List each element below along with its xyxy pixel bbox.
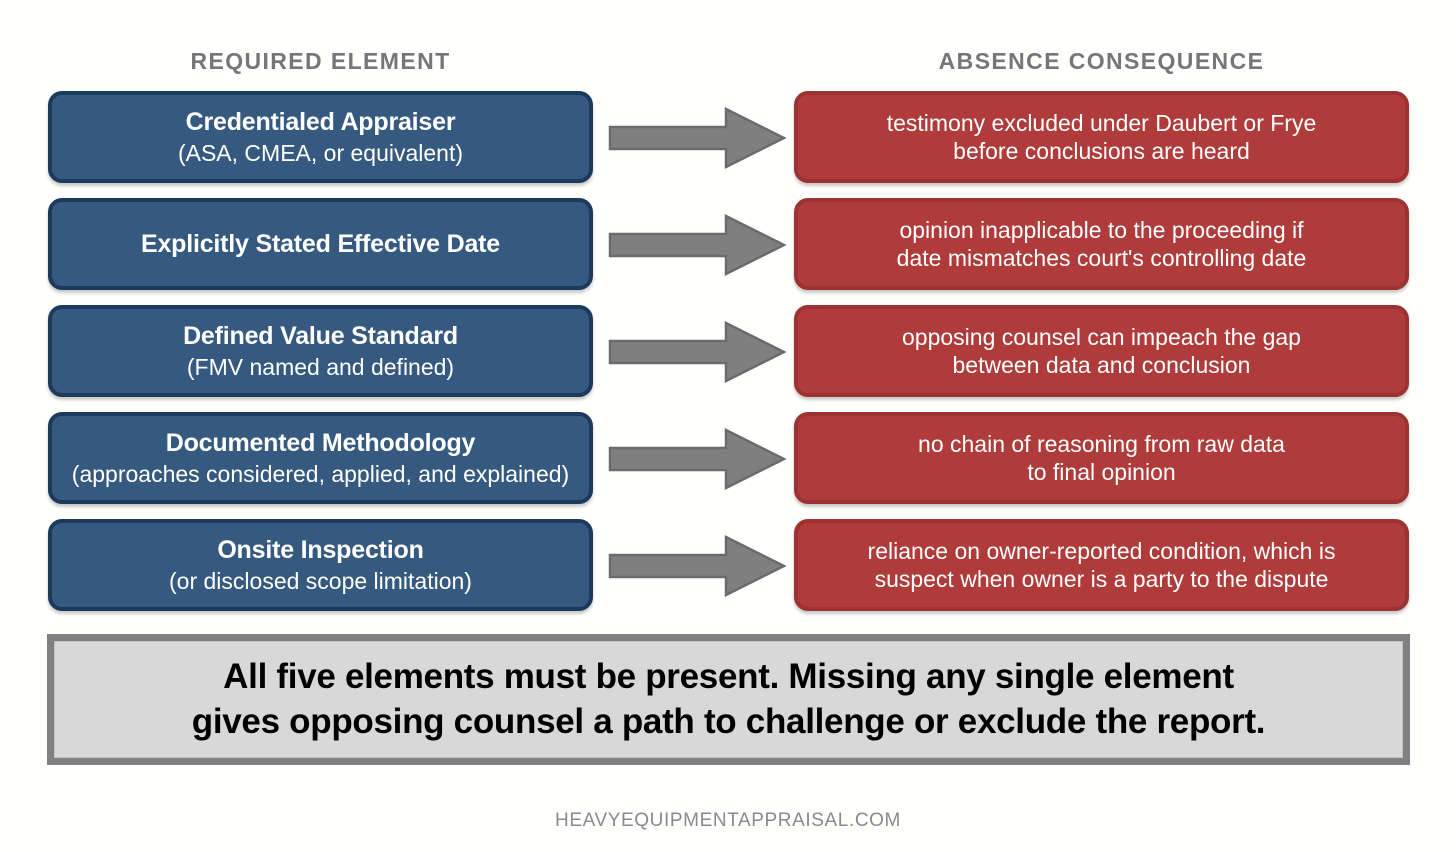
summary-banner: All five elements must be present. Missi… <box>47 634 1410 765</box>
consequence-line-1: opposing counsel can impeach the gap <box>902 323 1301 350</box>
right-arrow-icon <box>608 535 786 597</box>
absence-consequence-box: opinion inapplicable to the proceeding i… <box>794 198 1409 290</box>
consequence-line-1: reliance on owner-reported condition, wh… <box>867 537 1336 564</box>
summary-line-1: All five elements must be present. Missi… <box>223 656 1234 696</box>
summary-line-2: gives opposing counsel a path to challen… <box>191 701 1266 741</box>
required-element-title: Defined Value Standard <box>183 321 458 350</box>
consequence-line-1: testimony excluded under Daubert or Frye <box>886 109 1317 136</box>
right-arrow-icon <box>608 321 786 383</box>
consequence-line-2: to final opinion <box>1027 459 1176 485</box>
required-element-box: Onsite Inspection (or disclosed scope li… <box>48 519 593 611</box>
summary-banner-inner: All five elements must be present. Missi… <box>54 641 1403 758</box>
summary-text: All five elements must be present. Missi… <box>168 655 1289 745</box>
absence-consequence-box: reliance on owner-reported condition, wh… <box>794 519 1409 611</box>
required-element-subtitle: (approaches considered, applied, and exp… <box>71 461 570 488</box>
absence-consequence-box: no chain of reasoning from raw data to f… <box>794 412 1409 504</box>
right-arrow-icon <box>608 107 786 169</box>
required-element-subtitle: (or disclosed scope limitation) <box>169 568 472 595</box>
right-arrow-icon <box>608 214 786 276</box>
required-element-title: Documented Methodology <box>165 428 476 457</box>
required-element-box: Explicitly Stated Effective Date <box>48 198 593 290</box>
right-arrow-icon <box>608 428 786 490</box>
consequence-line-1: no chain of reasoning from raw data <box>918 430 1285 457</box>
footer-website: HEAVYEQUIPMENTAPPRAISAL.COM <box>555 810 901 831</box>
required-element-subtitle: (FMV named and defined) <box>186 354 455 381</box>
required-element-box: Credentialed Appraiser (ASA, CMEA, or eq… <box>48 91 593 183</box>
column-header-required-element: REQUIRED ELEMENT <box>190 48 451 74</box>
consequence-line-2: date mismatches court's controlling date <box>896 245 1307 271</box>
column-header-absence-consequence: ABSENCE CONSEQUENCE <box>938 48 1265 74</box>
consequence-line-2: suspect when owner is a party to the dis… <box>874 566 1329 592</box>
required-element-title: Explicitly Stated Effective Date <box>140 229 500 258</box>
required-element-box: Defined Value Standard (FMV named and de… <box>48 305 593 397</box>
absence-consequence-box: opposing counsel can impeach the gap bet… <box>794 305 1409 397</box>
consequence-line-2: between data and conclusion <box>952 352 1251 378</box>
required-element-title: Credentialed Appraiser <box>185 107 456 136</box>
required-element-title: Onsite Inspection <box>217 535 424 564</box>
consequence-line-2: before conclusions are heard <box>953 138 1250 164</box>
absence-consequence-box: testimony excluded under Daubert or Frye… <box>794 91 1409 183</box>
required-element-subtitle: (ASA, CMEA, or equivalent) <box>177 140 464 167</box>
required-element-box: Documented Methodology (approaches consi… <box>48 412 593 504</box>
consequence-line-1: opinion inapplicable to the proceeding i… <box>899 216 1304 243</box>
